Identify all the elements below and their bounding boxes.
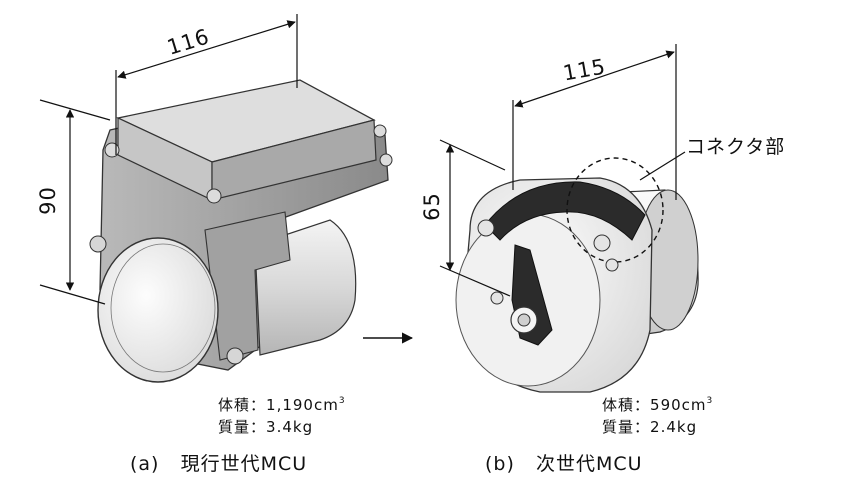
spec-separator: ： [634,418,651,436]
next-volume-spec: 体積：590cm3 [602,397,713,413]
next-mass-value: 2.4kg [650,418,698,436]
connector-label: コネクタ部 [686,136,786,158]
caption-a-marker: (a) [130,453,160,475]
dimension-116-line [115,14,298,155]
spec-separator: ： [250,396,267,414]
connector-leader-line [639,151,686,181]
next-mcu-drawing [455,157,699,393]
caption-a: (a) 現行世代MCU [130,455,307,474]
dimension-90-line [39,99,111,305]
caption-b-text: 次世代MCU [536,453,643,475]
current-volume-label: 体積 [218,396,251,414]
caption-b: (b) 次世代MCU [485,455,643,474]
next-volume-exponent: 3 [706,396,714,406]
caption-b-marker: (b) [485,453,515,475]
next-height-dimension: 65 [419,192,444,221]
current-mass-value: 3.4kg [266,418,314,436]
current-mass-label: 質量 [218,418,251,436]
next-volume-label: 体積 [602,396,635,414]
next-mass-spec: 質量：2.4kg [602,420,697,435]
spec-separator: ： [634,396,651,414]
spec-separator: ： [250,418,267,436]
current-volume-value: 1,190cm [266,396,339,414]
current-mass-spec: 質量：3.4kg [218,420,313,435]
next-volume-value: 590cm [650,396,707,414]
dimension-65-line [439,139,511,297]
current-volume-spec: 体積：1,190cm3 [218,397,346,413]
current-mcu-drawing [89,79,393,383]
current-height-dimension: 90 [35,186,60,215]
caption-a-text: 現行世代MCU [180,453,308,475]
dimension-115-line [512,44,677,200]
next-mass-label: 質量 [602,418,635,436]
current-volume-exponent: 3 [338,396,346,406]
